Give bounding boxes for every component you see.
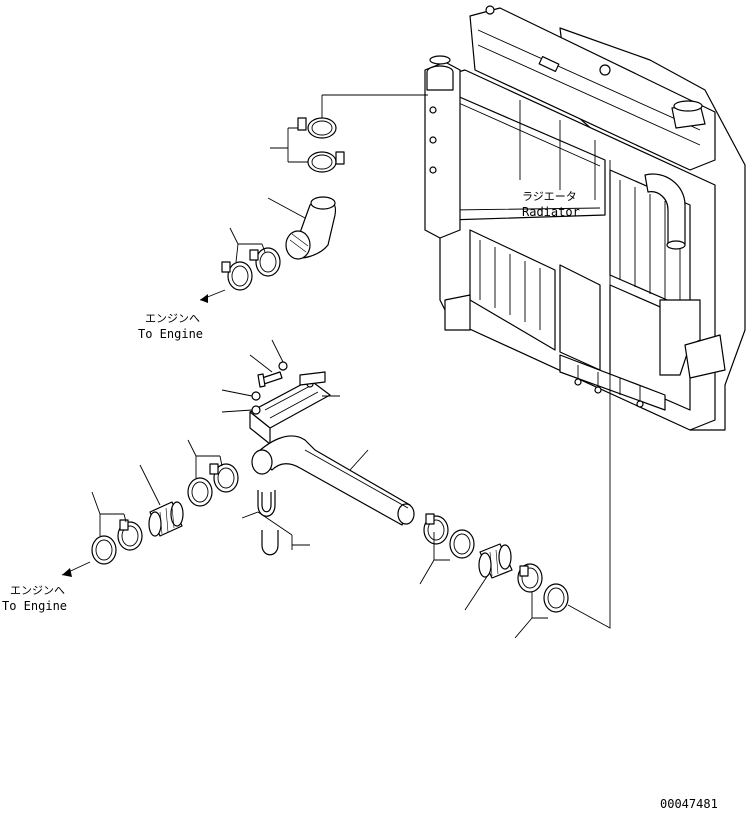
radiator-assembly	[424, 5, 746, 431]
upper-hose-clamps	[199, 227, 281, 303]
lower-right-clamps	[419, 513, 475, 585]
u-bolt	[241, 490, 310, 556]
lower-left-clamps	[187, 439, 239, 507]
upper-clamp-pair	[270, 117, 345, 173]
leader-to-radiator	[567, 210, 611, 629]
upper-elbow-hose	[267, 196, 337, 260]
leader-top-clamp	[321, 94, 428, 118]
to-engine-bottom-jp: エンジンへ	[10, 584, 65, 597]
radiator-label-jp: ラジエータ	[522, 190, 577, 203]
to-engine-top-en: To Engine	[138, 327, 203, 341]
to-engine-bottom-en: To Engine	[2, 599, 67, 613]
lower-pipe	[251, 435, 415, 526]
drawing-number: 00047481	[660, 797, 718, 811]
lower-right-sleeve	[464, 543, 513, 611]
mounting-bracket	[221, 339, 340, 445]
lower-left-outer-clamps	[61, 491, 143, 577]
lower-right-outer-clamps	[514, 210, 611, 639]
to-engine-top-jp: エンジンへ	[145, 312, 200, 325]
radiator-label-en: Radiator	[522, 205, 580, 219]
lower-left-sleeve	[139, 464, 184, 537]
